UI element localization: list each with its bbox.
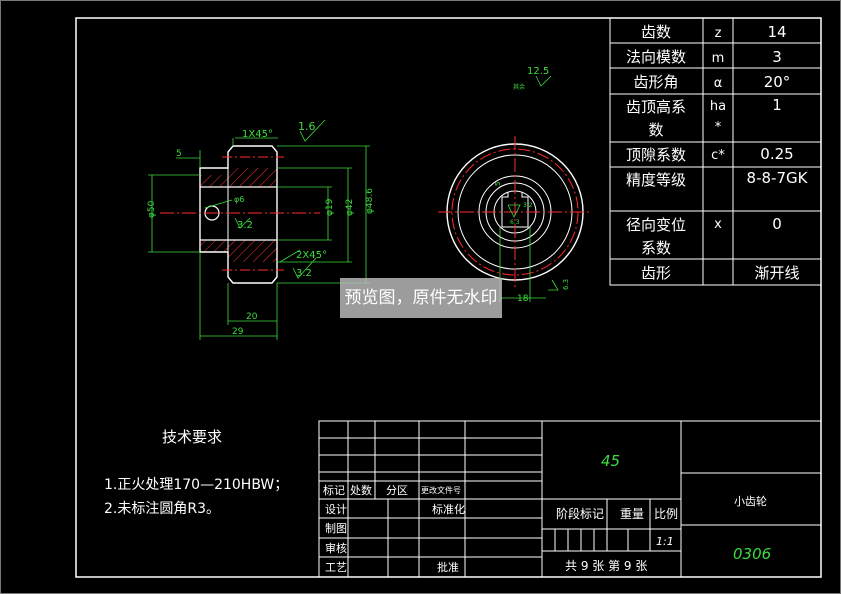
tb-label-process: 工艺 [325, 561, 347, 574]
spec-symbol-addendum-2: * [715, 120, 722, 135]
spec-name-profile: 齿形 [641, 264, 671, 282]
spec-name-angle: 齿形角 [633, 73, 678, 91]
tech-title: 技术要求 [162, 428, 222, 446]
spec-table [609, 17, 822, 286]
section-view: 1X45° 1.6 5 φ50 φ6 3.2 φ19 φ42 φ48.6 2X4… [147, 75, 552, 340]
spec-value-addendum: 1 [772, 96, 782, 114]
tb-label-draw: 制图 [325, 522, 347, 535]
spec-symbol-angle: α [714, 76, 723, 91]
tb-drawing-no: 0306 [733, 545, 771, 563]
spec-name-module: 法向模数 [626, 48, 686, 66]
dim-dia-48-6: φ48.6 [365, 188, 375, 214]
tb-part-name: 小齿轮 [734, 494, 767, 508]
tech-item-2: 2.未标注圆角R3。 [104, 501, 220, 517]
spec-value-profile: 渐开线 [754, 264, 799, 282]
spec-symbol-module: m [712, 51, 725, 66]
dim-small-5: 5 [494, 182, 502, 186]
title-block-text: 标记 处数 分区 更改文件号 设计 标准化 制图 审核 工艺 批准 45 阶段标… [323, 452, 771, 574]
dim-dia-50: φ50 [147, 200, 157, 218]
tb-sheets: 共 9 张 第 9 张 [565, 559, 647, 573]
spec-table-text: 齿数 z 14 法向模数 m 3 齿形角 α 20° 齿顶高系 数 ha * 1… [626, 23, 809, 282]
dim-small-3-2: 3.2 [523, 202, 533, 209]
tb-label-change-doc: 更改文件号 [421, 485, 461, 495]
dim-width-5: 5 [176, 149, 182, 159]
spec-name-accuracy: 精度等级 [626, 171, 686, 189]
dim-width-29: 29 [232, 327, 244, 337]
spec-name-shift: 径向变位 [626, 216, 686, 234]
dim-width-20: 20 [246, 312, 258, 322]
dim-dia-19: φ19 [325, 198, 335, 216]
tb-label-zone: 分区 [386, 484, 408, 497]
dim-roughness-bottom: 3.2 [296, 268, 312, 279]
dim-keyway-18: 18 [517, 294, 529, 304]
spec-value-shift: 0 [772, 215, 782, 233]
title-block [318, 420, 822, 578]
spec-value-accuracy: 8-8-7GK [747, 169, 809, 187]
tb-scale-value: 1:1 [656, 535, 674, 548]
spec-name-clearance: 顶隙系数 [626, 146, 686, 164]
dim-dia-42: φ42 [345, 199, 355, 216]
tb-label-weight: 重量 [620, 507, 644, 521]
spec-symbol-clearance: c* [711, 148, 725, 163]
tb-label-approve: 批准 [437, 560, 459, 574]
tb-material: 45 [601, 452, 620, 470]
dim-chamfer-bottom: 2X45° [296, 250, 327, 261]
spec-name-addendum: 齿顶高系 [626, 98, 686, 116]
spec-name-shift-2: 系数 [641, 239, 671, 257]
spec-value-module: 3 [772, 48, 782, 66]
dim-hole-6: φ6 [234, 195, 244, 204]
spec-name-teeth: 齿数 [641, 23, 671, 41]
watermark: 预览图，原件无水印 [340, 278, 502, 318]
dim-roughness-corner: 12.5 [527, 66, 549, 77]
dim-small-6-3: 6.3 [562, 279, 570, 290]
dim-keyway-tol: 6.3 [510, 219, 520, 226]
tb-label-stage: 阶段标记 [556, 506, 604, 521]
tb-label-count: 处数 [350, 484, 372, 497]
tb-label-design: 设计 [325, 503, 347, 516]
spec-value-angle: 20° [764, 73, 791, 91]
tech-item-1: 1.正火处理170—210HBW； [104, 477, 288, 493]
front-view: 12.5 其余 18 5 3.2 6.3 6.3 [438, 66, 592, 304]
tb-label-standardize: 标准化 [432, 502, 465, 516]
hatch-lower [200, 240, 277, 262]
tech-requirements: 技术要求 1.正火处理170—210HBW； 2.未标注圆角R3。 [104, 428, 288, 517]
tb-label-scale: 比例 [654, 507, 678, 521]
spec-value-teeth: 14 [767, 23, 786, 41]
spec-symbol-shift: x [714, 217, 722, 232]
dim-roughness-bore: 3.2 [237, 220, 253, 231]
dim-chamfer-top: 1X45° [242, 129, 273, 140]
dim-roughness-corner-note: 其余 [513, 83, 525, 91]
spec-value-clearance: 0.25 [760, 145, 793, 163]
dim-roughness-top: 1.6 [298, 120, 316, 133]
spec-name-addendum-2: 数 [648, 121, 663, 139]
tb-label-mark: 标记 [323, 483, 345, 497]
spec-symbol-addendum: ha [710, 99, 726, 114]
hatch-upper [200, 168, 277, 187]
tb-label-review: 审核 [325, 541, 347, 555]
spec-symbol-teeth: z [715, 26, 722, 41]
